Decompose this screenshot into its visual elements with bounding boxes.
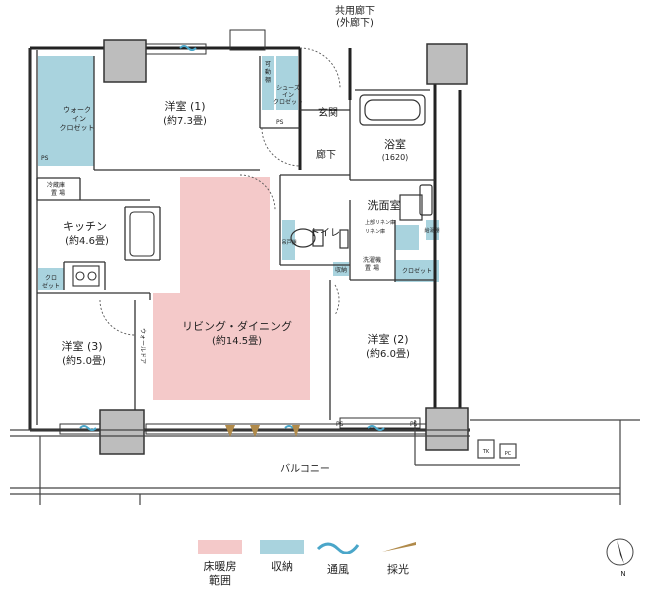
- walkin-label-3: クロゼット: [60, 123, 95, 132]
- closet-label-2: ゼット: [42, 282, 60, 290]
- movable-shelf-2: 動: [265, 68, 271, 76]
- door-swings: [99, 47, 341, 336]
- daylight-ray-icon: [382, 542, 416, 552]
- window-markers: [59, 29, 427, 435]
- western2-size: (約6.0畳): [366, 347, 410, 360]
- movable-shelf-1: 可: [265, 61, 271, 68]
- pc-label: PC: [505, 451, 512, 457]
- walkin-label-2: イン: [72, 115, 86, 123]
- legend-floor-heating: 床暖房範囲: [190, 540, 250, 588]
- north-compass: N: [606, 538, 634, 578]
- living-label: リビング・ダイニング: [182, 319, 292, 333]
- hallway-label: 廊下: [316, 148, 336, 161]
- balcony-railing: [10, 419, 640, 505]
- toilet-shelf-storage: [282, 220, 295, 260]
- washroom-label: 洗面室: [368, 198, 401, 212]
- bath-label: 浴室: [384, 137, 406, 151]
- ventilation-wave-icon: [316, 542, 360, 555]
- legend-ventilation: 通風: [308, 540, 368, 577]
- linen-label: リネン庫: [365, 228, 385, 235]
- closet-label-right: クロゼット: [402, 267, 432, 275]
- legend-storage-label: 収納: [271, 560, 293, 573]
- floor-heating-area: [153, 177, 310, 400]
- laundry-label-1: 洗濯機: [363, 256, 381, 264]
- toilet-label: トイレ: [310, 228, 340, 239]
- kitchen-size: (約4.6畳): [65, 234, 109, 247]
- closet-storage-2: [395, 260, 439, 282]
- shoes-closet-storage: [276, 56, 298, 110]
- legend-storage: 収納: [252, 540, 312, 574]
- legend-daylight: 採光: [368, 540, 428, 577]
- linen-storage: [395, 225, 419, 250]
- walkin-label-1: ウォーク: [63, 106, 91, 114]
- floor-heating-swatch: [198, 540, 242, 554]
- western2-label: 洋室 (2): [367, 332, 408, 346]
- storage-swatch: [260, 540, 304, 554]
- entrance-label: 玄関: [318, 106, 338, 119]
- legend-ventilation-label: 通風: [327, 563, 349, 576]
- kitchen-label: キッチン: [63, 220, 107, 233]
- fridge-label-1: 冷蔵庫: [47, 181, 65, 189]
- living-size: (約14.5畳): [212, 334, 262, 347]
- ps-label-2: PS: [276, 119, 284, 126]
- movable-shelf-3: 棚: [265, 76, 271, 84]
- closet-storage-3: [38, 268, 64, 290]
- tk-label: TK: [482, 449, 490, 455]
- ps-label-1: PS: [41, 155, 49, 162]
- legend: 床暖房範囲 収納 通風 採光: [190, 540, 570, 590]
- storage-label-small: 収納: [335, 266, 347, 274]
- toilet-fixture: [290, 228, 349, 249]
- kitchen-stove: [72, 211, 155, 287]
- legend-daylight-label: 採光: [387, 563, 409, 576]
- movable-shelf-storage-a: [262, 56, 274, 110]
- north-arrow-icon: [617, 540, 624, 564]
- gasbox-label: 給湯棚: [424, 227, 439, 234]
- balcony-label: バルコニー: [280, 463, 330, 475]
- laundry-label-2: 置 場: [365, 264, 379, 272]
- legend-floor-heating-label: 床暖房範囲: [203, 560, 237, 587]
- ps-label-4: PS: [410, 421, 418, 428]
- interior-walls: [29, 48, 435, 430]
- bath-size: (1620): [382, 153, 409, 162]
- western3-label: 洋室 (3): [61, 339, 102, 353]
- shoes-label-2: イン: [282, 92, 294, 99]
- corridor-shared-sub: (外廊下): [336, 16, 374, 29]
- walkin-closet-storage: [38, 56, 94, 166]
- western1-label: 洋室 (1): [164, 99, 205, 113]
- western3-size: (約5.0畳): [62, 354, 106, 367]
- linen-upper-label: 上部リネン庫: [365, 219, 395, 226]
- corridor-shared-label: 共用廊下: [335, 4, 375, 17]
- bathtub: [359, 94, 433, 221]
- north-label: N: [620, 570, 625, 578]
- ps-label-3: PS: [336, 421, 344, 428]
- daylight-markers: [225, 425, 300, 437]
- shoes-label-3: クロゼット: [273, 98, 303, 106]
- shoes-label-1: シューズ: [276, 84, 300, 92]
- wall-door-label: ウォールドア: [139, 328, 147, 364]
- fridge-label-2: 置 場: [51, 189, 65, 197]
- western1-size: (約7.3畳): [163, 114, 207, 127]
- toilet-shelf-label: 吊戸棚: [281, 239, 296, 246]
- ventilation-arrows: [79, 45, 385, 431]
- closet-label-1: クロ: [45, 275, 57, 282]
